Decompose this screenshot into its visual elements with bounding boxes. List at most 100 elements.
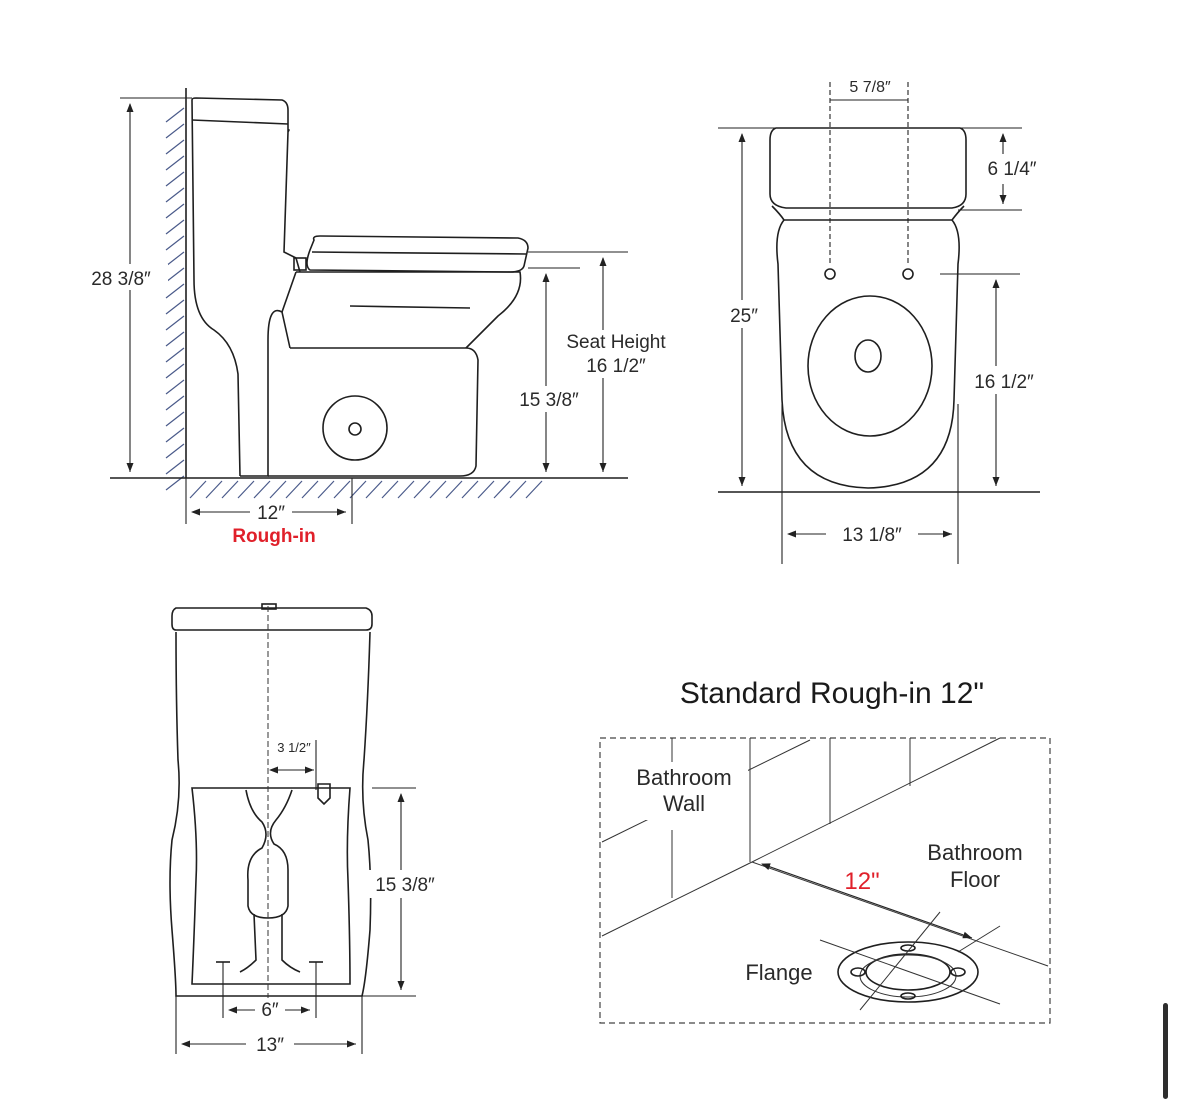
wall-hatch-line [165,251,185,267]
wall-hatch-line [165,203,185,219]
label-bg [960,366,1048,394]
side-hinge [293,257,307,271]
floor-hatch-line [365,480,383,499]
floor-hatch-line [301,480,319,499]
rough-in-distance-label: 12" [844,868,879,895]
bottom-body [169,631,372,997]
scrollbar-thumb[interactable] [1163,1003,1168,1099]
wall-hatch-line [165,267,185,283]
floor-hatch-line [205,480,223,499]
floor-hatch-line [221,480,239,499]
front-bowl-height-label: 16 1/2″ [974,372,1034,393]
floor-hatch [189,480,543,499]
wall-hatch-line [165,107,185,123]
rough-in-dim-label: 12″ [257,503,285,524]
side-tank-lid-line [191,119,289,125]
side-seat [306,235,529,273]
flange-icon [819,911,1001,1011]
tank-height-label: 6 1/4″ [988,159,1037,180]
wall-hatch-line [165,315,185,331]
floor-hatch-line [525,480,543,499]
floor-hatch-line [349,480,367,499]
wall-hatch [165,107,185,491]
side-bowl-height-label: 15 3/8″ [519,390,579,411]
floor-hatch-line [269,480,287,499]
bottom-valve [317,783,331,806]
floor-hatch-line [237,480,255,499]
floor-hatch-line [493,480,511,499]
front-tank-base [771,205,965,221]
side-view: 28 3/8″ Seat Height 16 1/2″ 15 3/8″ 12″ … [76,88,678,547]
wall-hatch-line [165,171,185,187]
wall-hatch-line [165,235,185,251]
wall-hatch-line [165,459,185,475]
side-drain-inner [348,422,362,436]
bottom-trapway [245,789,293,919]
rough-in-label: Rough-in [232,526,315,547]
floor-label-line-2: Floor [950,867,1000,892]
offset-label: 3 1/2″ [277,740,311,755]
seat-height-value: 16 1/2″ [586,356,646,377]
wall-hatch-line [165,347,185,363]
label-bg [908,836,1042,896]
floor-hatch-line [285,480,303,499]
label-bg [552,330,678,378]
bolt-right [902,268,914,280]
wall-label-line-2: Wall [663,791,705,816]
label-bg [826,520,918,548]
wall-hatch-line [165,411,185,427]
front-drain-hole [854,339,882,373]
wall-hatch-line [165,283,185,299]
overall-height-label: 28 3/8″ [91,269,151,290]
side-drain-outer [322,395,388,461]
wall-hatch-line [165,299,185,315]
floor-hatch-line [509,480,527,499]
label-bg [255,998,285,1020]
rough-in-panel: Standard Rough-in 12" Bathroom Wall Bath… [599,677,1051,1024]
side-column-outline [240,309,291,477]
wall-hatch-line [165,155,185,171]
wall-hatch-line [165,123,185,139]
bottom-height-label: 15 3/8″ [375,875,435,896]
label-bg [76,264,168,290]
floor-hatch-line [397,480,415,499]
label-bg [362,870,448,898]
bottom-top-cap [171,607,373,631]
bottom-width-label: 13″ [256,1035,284,1056]
flange-center-tick [957,925,1001,953]
wall-hatch-line [165,395,185,411]
wall-hatch-line [165,379,185,395]
rough-in-panel-title: Standard Rough-in 12" [680,677,984,710]
floor-hatch-line [333,480,351,499]
floor-hatch-line [317,480,335,499]
floor-hatch-line [381,480,399,499]
front-width-label: 13 1/8″ [842,525,902,546]
floor-hatch-line [461,480,479,499]
bolt-spacing-label: 5 7/8″ [849,79,891,96]
side-tank-outline [191,97,297,259]
floor-hatch-line [189,480,207,499]
side-bowl-rim-line [349,305,471,309]
total-height-label: 25″ [730,306,758,327]
front-bowl-opening [807,295,933,437]
wall-hatch-line [165,219,185,235]
floor-hatch-line [429,480,447,499]
seat-height-label: Seat Height [566,332,666,353]
side-seat-line [311,251,527,255]
floor-label-line-1: Bathroom [927,840,1022,865]
side-back-outline [191,99,241,477]
floor-hatch-line [445,480,463,499]
bottom-button [261,603,277,610]
wall-hatch-line [165,139,185,155]
label-bg [246,1032,294,1056]
bolt-left [824,268,836,280]
bottom-inner-frame [191,787,351,985]
label-bg [250,500,292,522]
floor-hatch-line [413,480,431,499]
label-bg [506,386,592,412]
label-bg [606,762,748,820]
front-tank [769,127,967,209]
wall-hatch-line [165,443,185,459]
rough-in-distance-arrow [761,863,973,939]
